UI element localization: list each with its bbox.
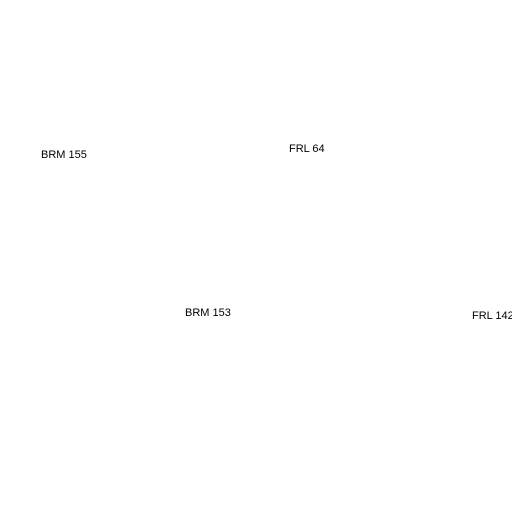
road-label-frl-64: FRL 64	[289, 143, 325, 155]
road-label-brm-153: BRM 153	[185, 307, 231, 319]
road-label-brm-155: BRM 155	[41, 149, 87, 161]
road-label-frl-142: FRL 142	[472, 310, 512, 322]
